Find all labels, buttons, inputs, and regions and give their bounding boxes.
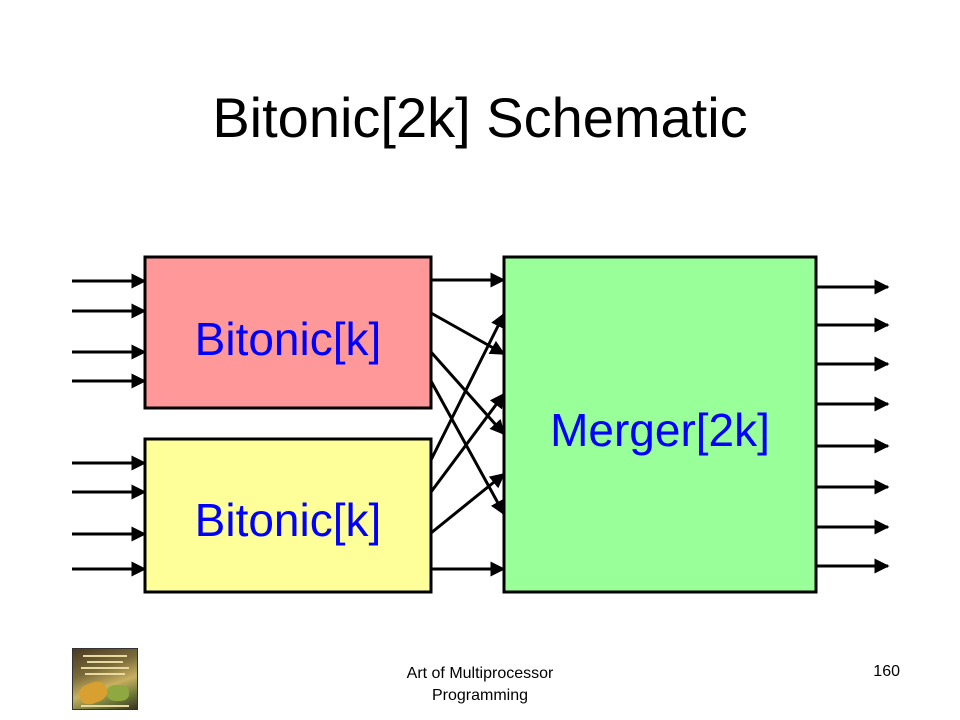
top-to-merger-wire-3	[429, 351, 506, 436]
bitonic-bottom-block	[143, 437, 433, 594]
bottom-to-merger-wire-2	[429, 392, 506, 493]
page-number: 160	[873, 663, 900, 680]
top-to-merger-wire-2	[430, 311, 506, 356]
top-to-merger-wire-4	[429, 380, 506, 516]
book-cover-icon	[72, 648, 138, 710]
bottom-to-merger-wire-1	[429, 312, 506, 461]
merger-label: Merger[2k]	[550, 404, 770, 456]
slide-title: Bitonic[2k] Schematic	[212, 86, 748, 149]
footer-caption: Art of Multiprocessor Programming	[406, 665, 554, 704]
bottom-to-merger-wire-3	[430, 472, 506, 535]
wires-group	[72, 272, 890, 577]
bitonic-top-label: Bitonic[k]	[195, 313, 382, 365]
merger-block	[502, 255, 818, 594]
bitonic-top-block	[143, 255, 433, 410]
bitonic-bottom-label: Bitonic[k]	[195, 494, 382, 546]
